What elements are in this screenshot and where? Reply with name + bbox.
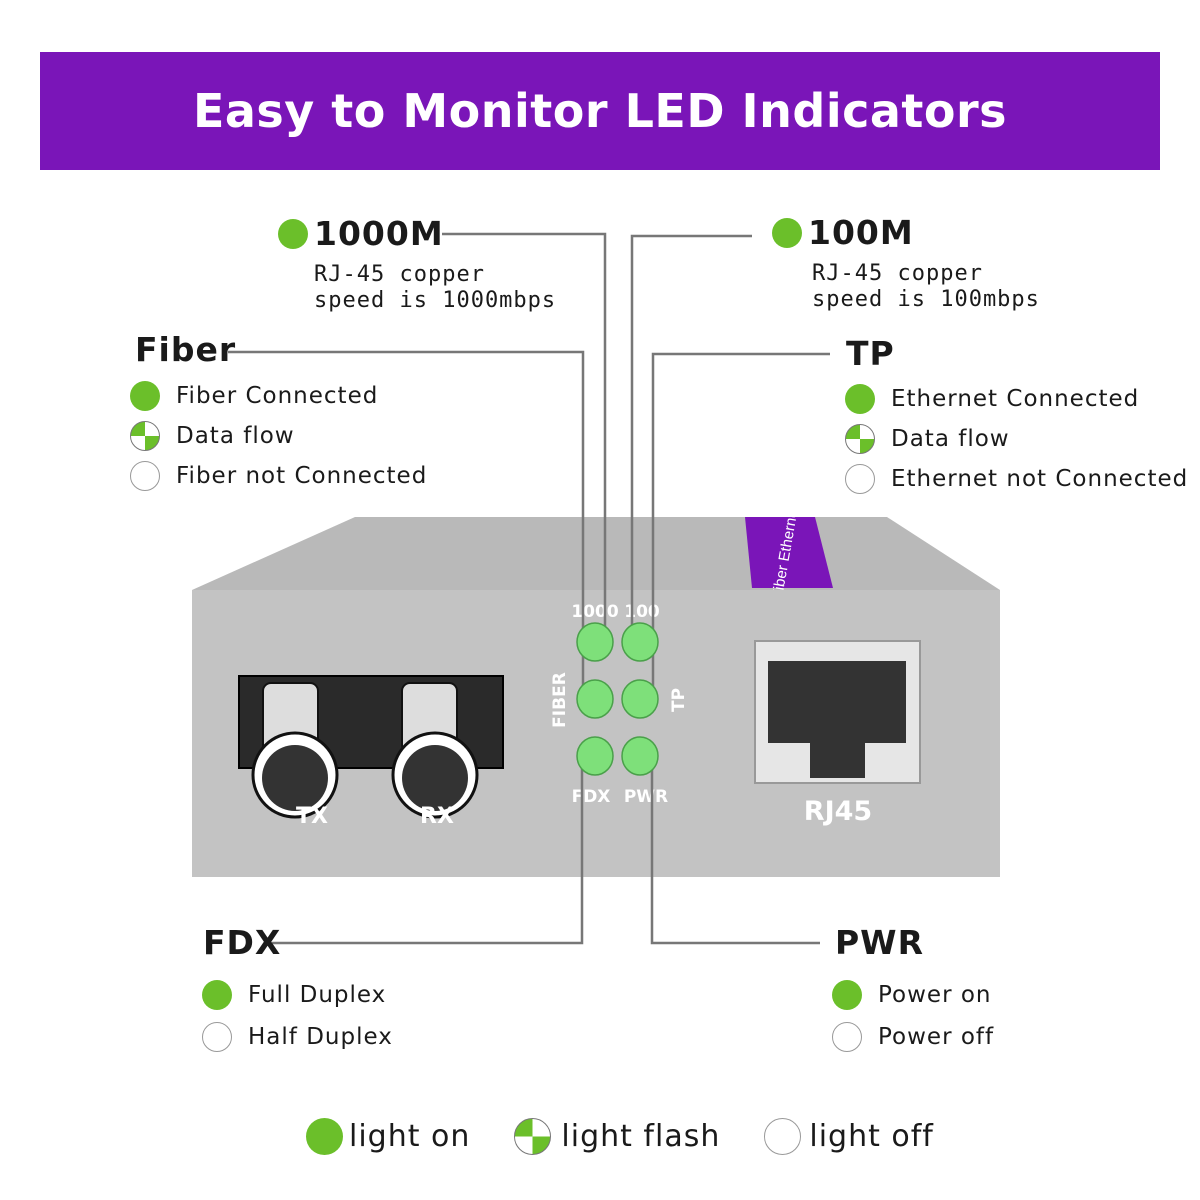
callout-fdx-list: Full Duplex Half Duplex bbox=[202, 974, 393, 1058]
led-fiber bbox=[576, 679, 614, 719]
led-label-100: 100 bbox=[624, 602, 660, 622]
list-item: Power off bbox=[832, 1016, 994, 1058]
item-label: Fiber Connected bbox=[176, 383, 379, 409]
legend-label: light off bbox=[809, 1119, 934, 1154]
item-label: Data flow bbox=[891, 426, 1010, 452]
light-on-icon bbox=[832, 980, 862, 1010]
light-flash-icon bbox=[130, 421, 160, 451]
callout-tp-list: Ethernet Connected Data flow Ethernet no… bbox=[845, 379, 1188, 499]
callout-pwr-heading: PWR bbox=[835, 923, 924, 962]
leader-100m bbox=[630, 234, 752, 630]
led-fdx bbox=[576, 736, 614, 776]
light-off-icon bbox=[845, 464, 875, 494]
led-label-pwr: PWR bbox=[624, 787, 668, 807]
led-label-fiber: FIBER bbox=[550, 672, 570, 728]
callout-tp-heading: TP bbox=[846, 334, 895, 373]
light-on-icon bbox=[278, 218, 308, 249]
callout-1000m-desc: RJ-45 copper speed is 1000mbps bbox=[314, 262, 556, 314]
led-label-tp: TP bbox=[669, 688, 689, 712]
item-label: Fiber not Connected bbox=[176, 463, 428, 489]
rj45-label: RJ45 bbox=[804, 796, 872, 827]
legend-light-flash: light flash bbox=[514, 1118, 720, 1155]
light-on-icon bbox=[306, 1118, 343, 1155]
light-on-icon bbox=[772, 217, 802, 248]
led-label-1000: 1000 bbox=[571, 602, 618, 622]
callout-heading: 1000M bbox=[314, 214, 444, 253]
item-label: Power on bbox=[878, 982, 992, 1008]
callout-1000m: 1000M bbox=[278, 214, 444, 253]
legend-light-on: light on bbox=[306, 1118, 470, 1155]
legend-light-off: light off bbox=[764, 1118, 934, 1155]
light-flash-icon bbox=[514, 1118, 552, 1155]
list-item: Ethernet not Connected bbox=[845, 459, 1188, 499]
callout-100m-desc: RJ-45 copper speed is 100mbps bbox=[812, 261, 1040, 313]
light-on-icon bbox=[130, 381, 160, 411]
desc-line: speed is 1000mbps bbox=[314, 288, 557, 313]
item-label: Full Duplex bbox=[248, 982, 387, 1008]
callout-fiber-list: Fiber Connected Data flow Fiber not Conn… bbox=[130, 376, 427, 496]
leader-1000m bbox=[442, 232, 607, 630]
list-item: Ethernet Connected bbox=[845, 379, 1188, 419]
led-tp bbox=[621, 679, 659, 719]
list-item: Fiber not Connected bbox=[130, 456, 427, 496]
list-item: Half Duplex bbox=[202, 1016, 393, 1058]
item-label: Data flow bbox=[176, 423, 295, 449]
leader-fdx bbox=[272, 765, 584, 945]
item-label: Power off bbox=[878, 1024, 995, 1050]
leader-tp bbox=[651, 352, 830, 688]
list-item: Data flow bbox=[845, 419, 1188, 459]
light-off-icon bbox=[764, 1118, 802, 1155]
legend-label: light flash bbox=[561, 1119, 721, 1154]
legend: light on light flash light off bbox=[306, 1118, 934, 1155]
list-item: Data flow bbox=[130, 416, 427, 456]
list-item: Full Duplex bbox=[202, 974, 393, 1016]
device-top-face bbox=[192, 517, 1000, 590]
list-item: Power on bbox=[832, 974, 994, 1016]
leader-fiber bbox=[228, 350, 585, 688]
led-pwr bbox=[621, 736, 659, 776]
tx-label: TX bbox=[296, 804, 328, 829]
item-label: Half Duplex bbox=[248, 1024, 393, 1050]
light-flash-icon bbox=[845, 424, 875, 454]
rj45-port: RJ45 bbox=[754, 640, 921, 827]
desc-line: RJ-45 copper bbox=[812, 261, 983, 286]
tx-port: TX bbox=[251, 682, 339, 829]
callout-fdx-heading: FDX bbox=[203, 923, 282, 962]
light-off-icon bbox=[832, 1022, 862, 1052]
device-side-label bbox=[745, 517, 833, 588]
rx-port: RX bbox=[391, 682, 479, 829]
light-on-icon bbox=[845, 384, 875, 414]
light-off-icon bbox=[202, 1022, 232, 1052]
item-label: Ethernet Connected bbox=[891, 386, 1140, 412]
legend-label: light on bbox=[349, 1119, 471, 1154]
item-label: Ethernet not Connected bbox=[891, 466, 1189, 492]
desc-line: RJ-45 copper bbox=[314, 262, 485, 287]
list-item: Fiber Connected bbox=[130, 376, 427, 416]
callout-fiber-heading: Fiber bbox=[135, 330, 237, 369]
callout-100m: 100M bbox=[772, 213, 914, 252]
page-title: Easy to Monitor LED Indicators bbox=[192, 84, 1008, 138]
led-1000 bbox=[576, 622, 614, 662]
rx-label: RX bbox=[420, 804, 454, 829]
callout-heading: 100M bbox=[808, 213, 914, 252]
leader-pwr bbox=[650, 765, 820, 945]
light-on-icon bbox=[202, 980, 232, 1010]
led-label-fdx: FDX bbox=[572, 787, 611, 807]
callout-pwr-list: Power on Power off bbox=[832, 974, 994, 1058]
desc-line: speed is 100mbps bbox=[812, 287, 1040, 312]
leader-lines bbox=[228, 232, 830, 945]
led-100 bbox=[621, 622, 659, 662]
light-off-icon bbox=[130, 461, 160, 491]
title-banner: Easy to Monitor LED Indicators bbox=[40, 52, 1160, 170]
